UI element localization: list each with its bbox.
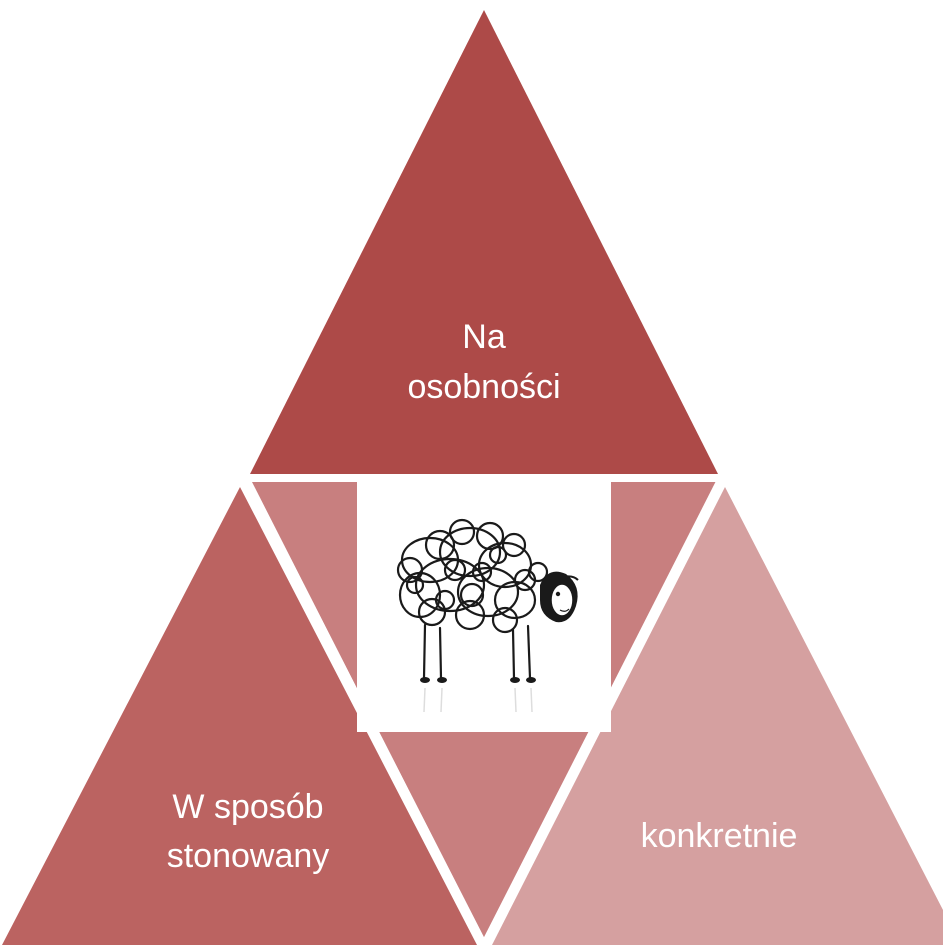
left-triangle-label-line1: W sposób (172, 788, 323, 826)
left-triangle-label-line2: stonowany (167, 837, 330, 875)
right-triangle (492, 487, 943, 945)
sheep-hooves (420, 677, 536, 683)
sheep-head (540, 571, 579, 623)
top-triangle-label-line1: Na (462, 318, 506, 356)
top-triangle-label-line2: osobności (407, 368, 560, 406)
top-triangle (250, 10, 718, 474)
sheep-reflection (423, 687, 533, 713)
sheep-image (357, 478, 611, 732)
left-triangle (2, 487, 477, 945)
right-triangle-label: konkretnie (641, 817, 798, 855)
sheep-icon (396, 518, 549, 680)
